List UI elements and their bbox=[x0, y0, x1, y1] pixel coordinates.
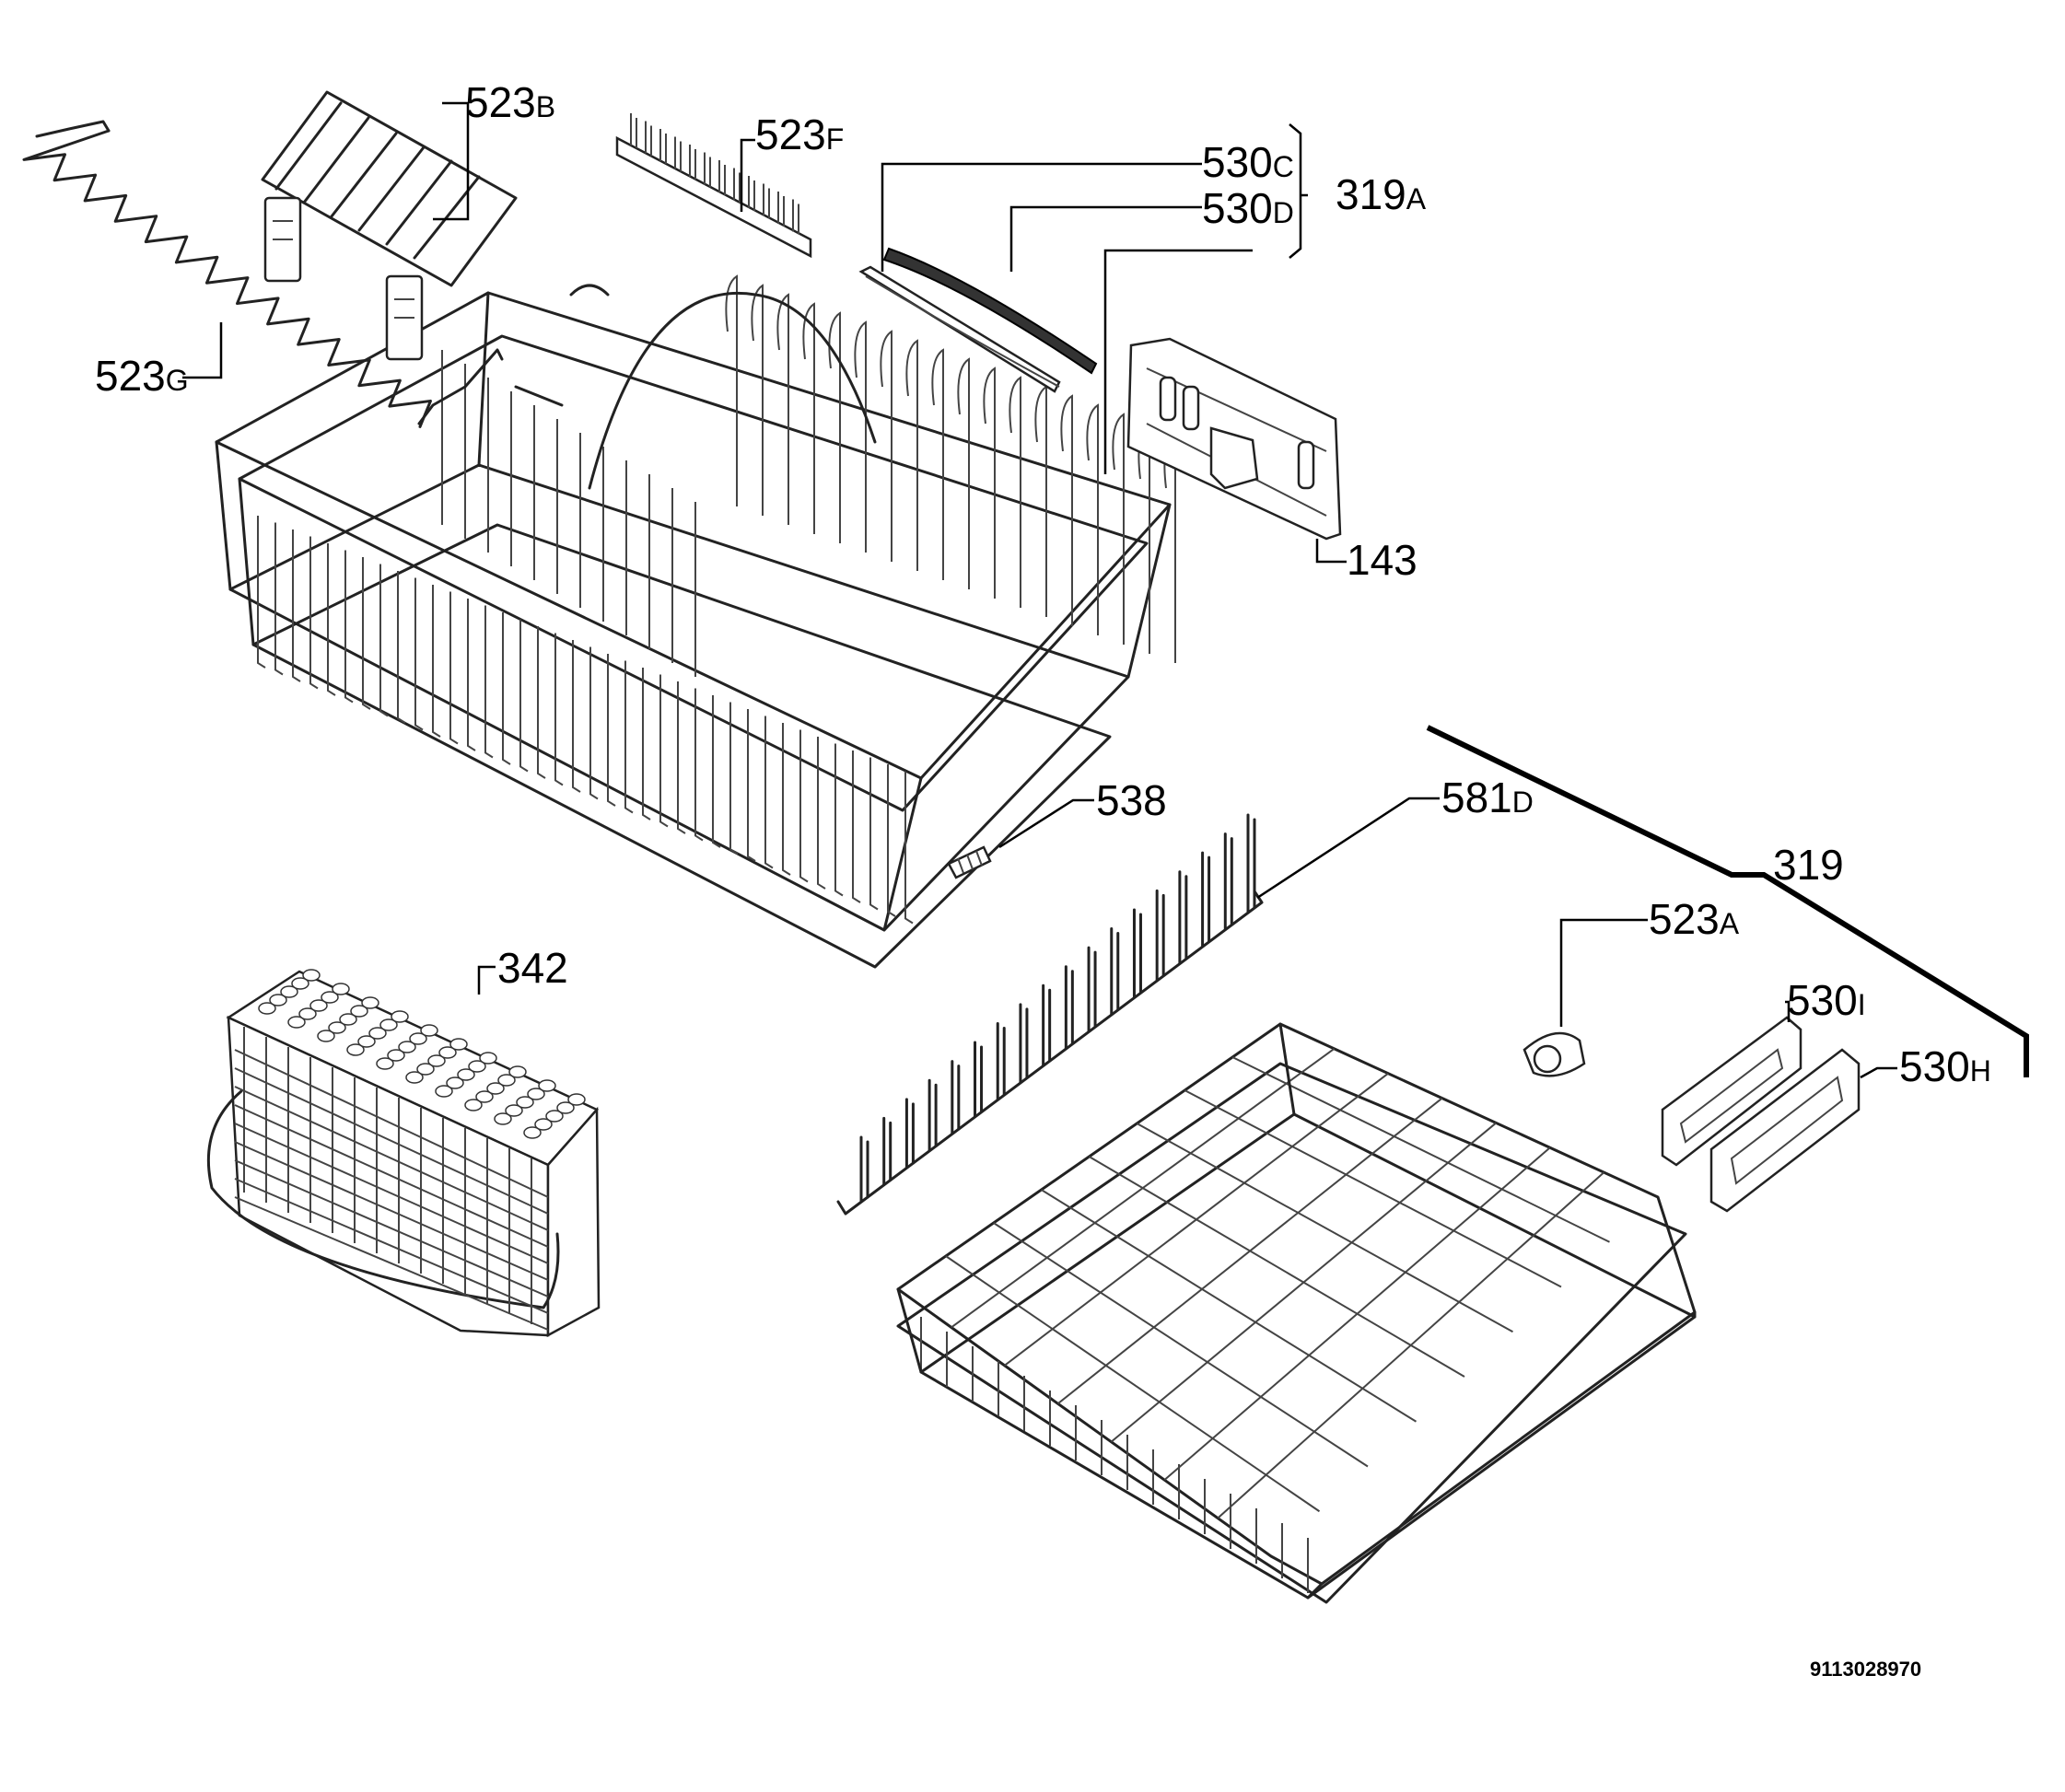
part-523f-tine-comb bbox=[615, 113, 812, 259]
label-538: 538 bbox=[1096, 776, 1167, 824]
label-581d: 581D bbox=[1441, 774, 1534, 821]
label-143: 143 bbox=[1347, 536, 1418, 584]
label-523f: 523F bbox=[755, 111, 844, 158]
part-342-cutlery-basket bbox=[206, 969, 601, 1338]
label-523b: 523B bbox=[465, 78, 555, 126]
part-530c-530d-rails bbox=[858, 247, 1098, 393]
label-523a: 523A bbox=[1649, 895, 1740, 943]
label-530d: 530D bbox=[1202, 184, 1294, 232]
label-319a: 319A bbox=[1336, 170, 1427, 218]
label-342: 342 bbox=[497, 944, 568, 992]
part-523g-wavy-rack bbox=[22, 120, 504, 428]
document-number: 9113028970 bbox=[1810, 1658, 1921, 1681]
part-523a-wheel bbox=[1522, 1031, 1586, 1077]
part-143-bracket bbox=[1126, 337, 1342, 541]
label-523g: 523G bbox=[95, 352, 189, 400]
label-319: 319 bbox=[1773, 841, 1844, 889]
part-530i-530h-rails bbox=[1661, 1016, 1861, 1213]
leader-lines bbox=[182, 101, 2029, 1079]
part-538-pin bbox=[947, 845, 992, 879]
lower-basket bbox=[896, 1022, 1697, 1604]
part-523b-cup-shelf bbox=[261, 90, 518, 361]
part-581d-tine-row bbox=[836, 813, 1264, 1216]
label-530i: 530I bbox=[1787, 976, 1866, 1024]
label-530h: 530H bbox=[1899, 1042, 1991, 1090]
label-530c: 530C bbox=[1202, 138, 1294, 186]
